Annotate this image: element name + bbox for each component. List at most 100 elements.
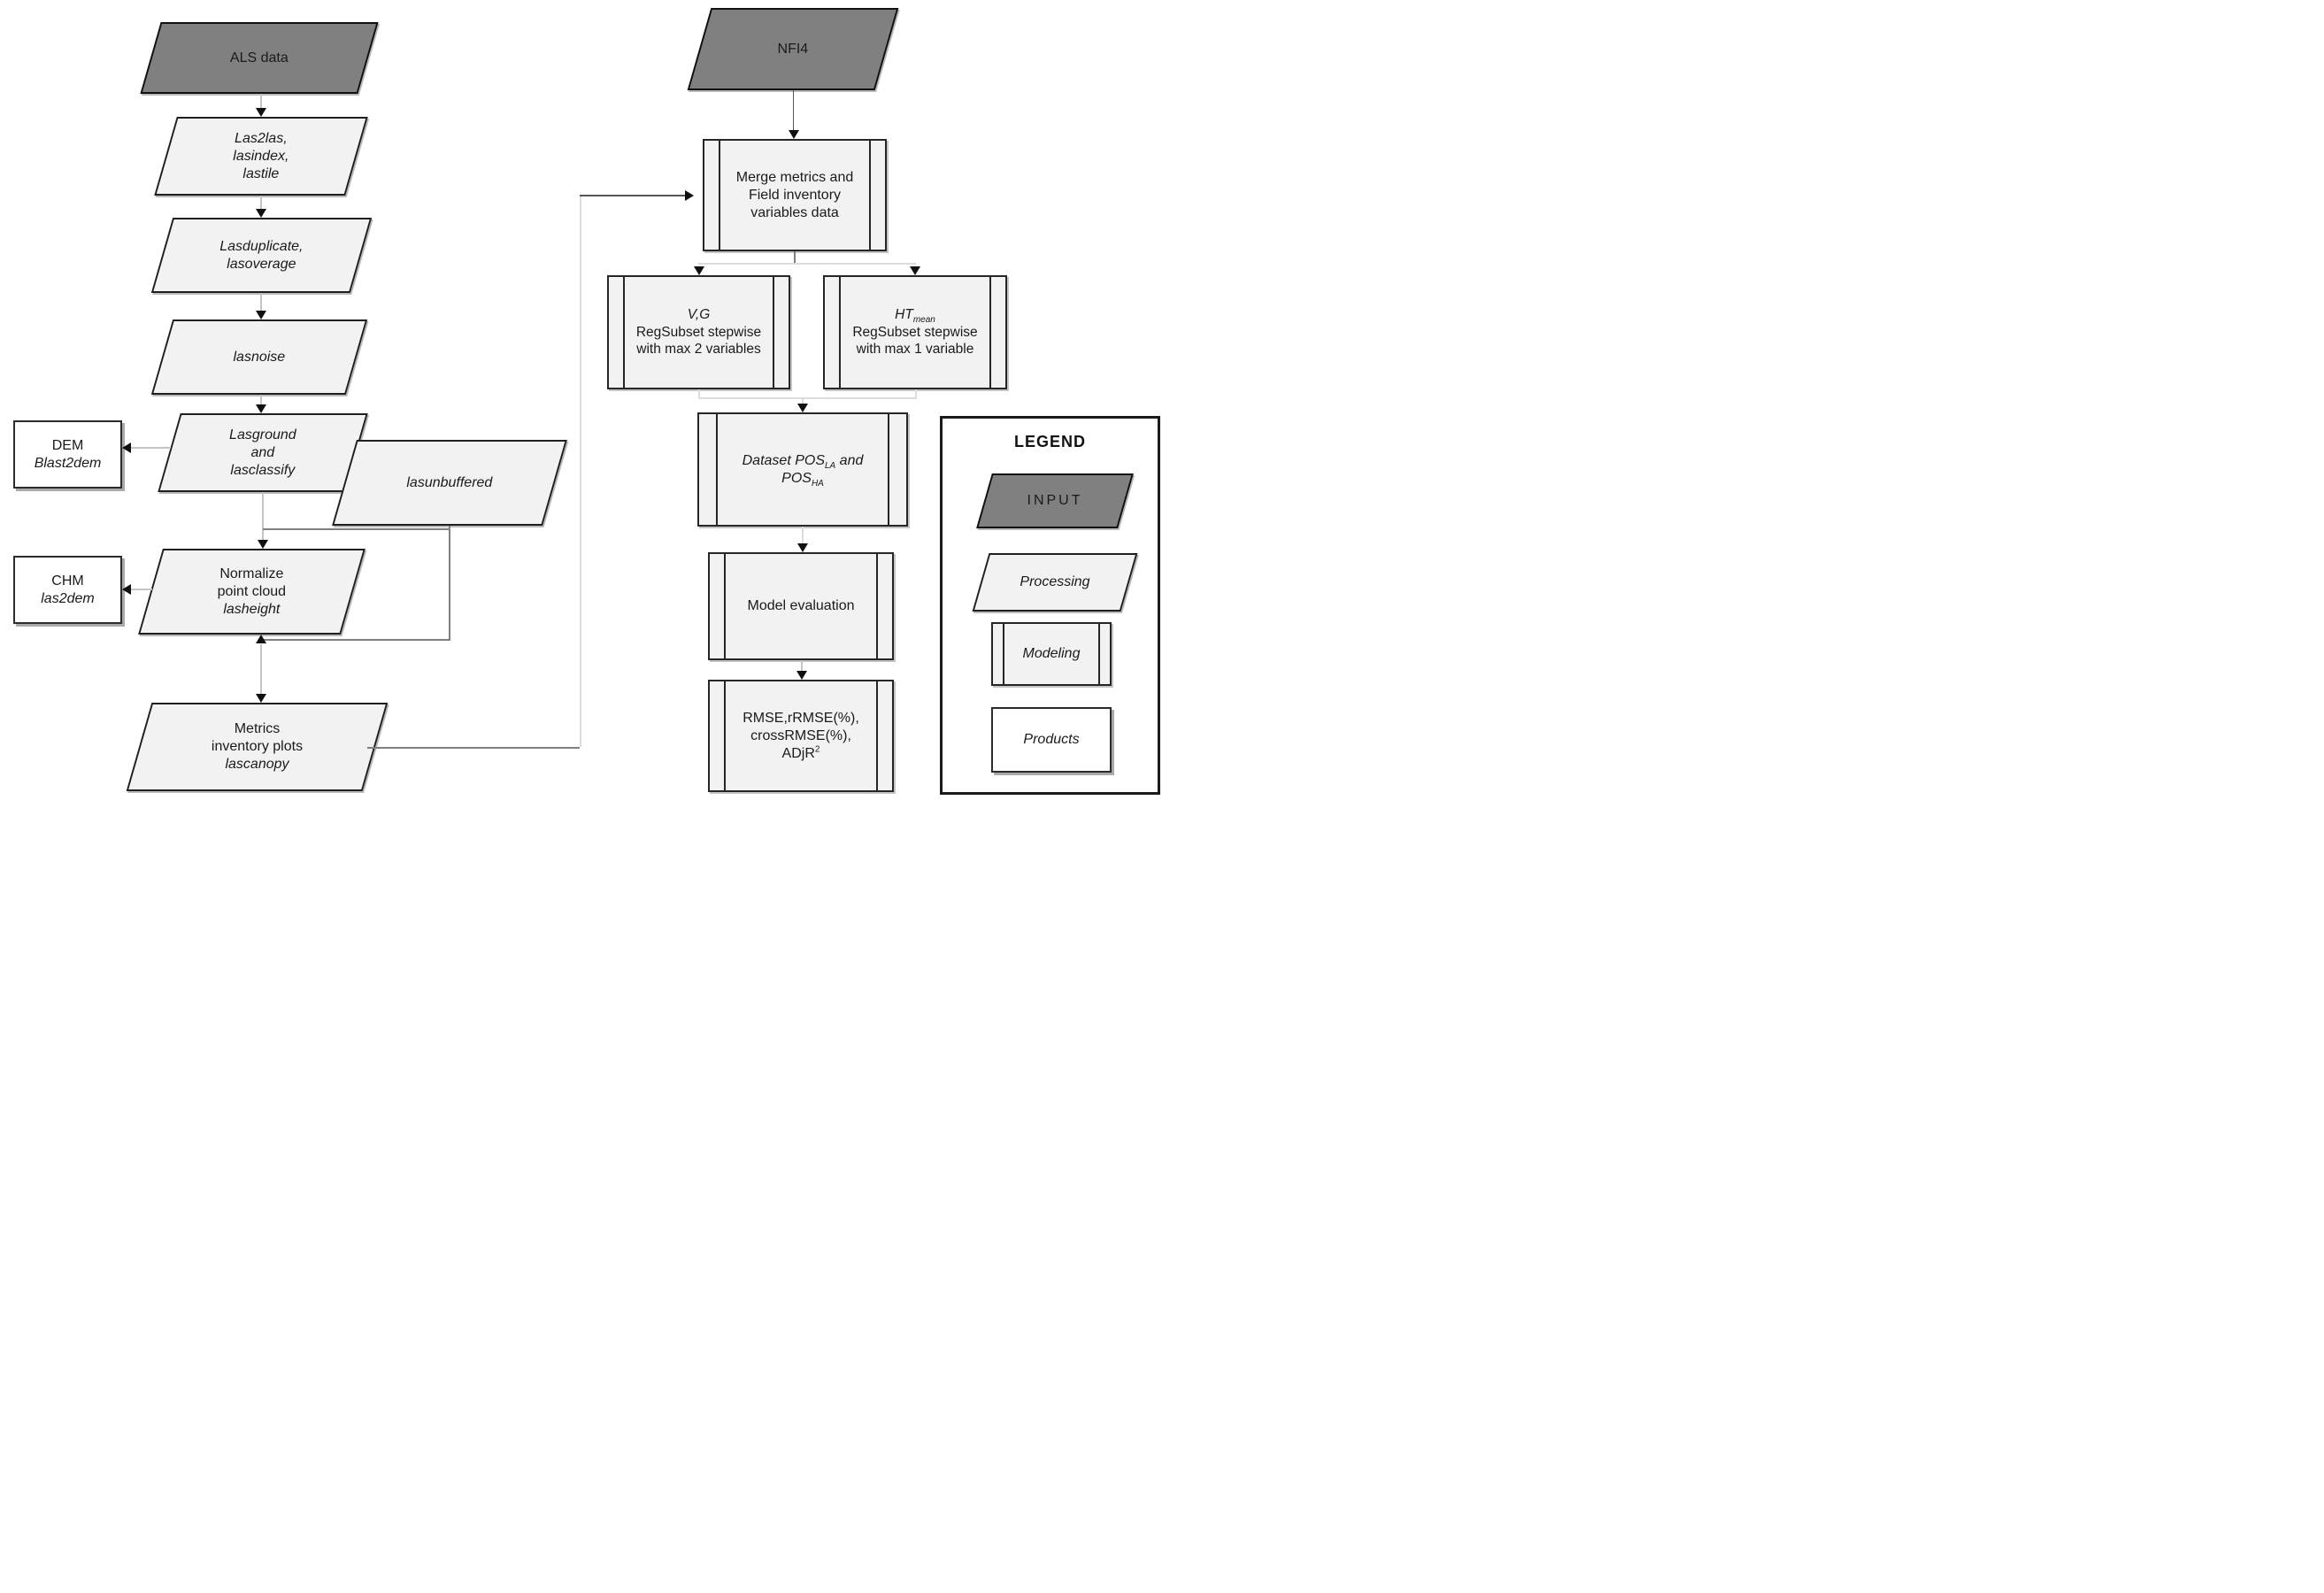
node-dataset-pos: Dataset POSLA and POSHA [697,412,908,527]
connector-lasunbuffered-drop [449,526,450,641]
arrowhead-lasground-to-dem [122,442,131,453]
node-chm-line1: CHM [51,573,84,589]
node-metrics-inventory-plots: Metrics inventory plots lascanopy [126,703,389,791]
legend-processing-label: Processing [1020,574,1090,589]
node-merge-line1: Merge metrics and [735,169,854,185]
node-dataset-l1a: Dataset POS [742,452,825,468]
legend-modeling-label: Modeling [1022,646,1081,661]
legend-modeling-shape: Modeling [991,622,1112,686]
node-ht-line1-sub: mean [912,315,935,326]
arrowhead-into-vg [694,266,704,275]
arrowhead-into-merge-left [685,190,694,201]
node-las2las-lasindex-lastile: Las2las, lasindex, lastile [154,117,368,196]
arrowhead-into-model [797,543,808,552]
node-als-data: ALS data [140,22,379,94]
connector-junction-horizontal [263,528,450,530]
node-dem-blast2dem: DEM Blast2dem [13,420,122,489]
legend-products-label: Products [1023,732,1080,747]
arrowhead-normalize-to-chm [122,584,131,595]
connector-nfi4-to-merge [793,90,794,130]
connector-als-to-lasprep [260,94,262,110]
node-rmse-line3: ADjR [781,745,815,761]
node-las-dup-line2: lasoverage [227,256,296,272]
node-metrics-line3: lascanopy [225,757,289,772]
node-metrics-line1: Metrics [234,721,281,736]
connector-split-horizontal [698,263,916,265]
node-lasground-line1: Lasground [229,427,296,442]
node-las-prep-line2: lasindex, [233,148,289,164]
node-lasnoise: lasnoise [150,319,368,395]
connector-merge-drop [794,251,796,264]
node-lasnoise-label: lasnoise [233,349,286,365]
connector-join-drop [802,397,804,404]
legend-input-shape: INPUT [976,473,1134,528]
legend-processing-shape: Processing [972,553,1138,612]
node-lasground-line3: lasclassify [230,462,296,478]
node-dem-line2: Blast2dem [34,455,102,471]
node-chm-las2dem: CHM las2dem [13,556,122,624]
node-vg-line2: RegSubset stepwise [635,324,762,340]
node-merge-line2: Field inventory [748,187,842,203]
node-las-dup-line1: Lasduplicate, [219,238,304,254]
connector-lasdup-to-lasnoise [260,293,262,312]
arrowhead-lasdup-to-lasnoise [256,311,266,319]
connector-into-merge-left [580,195,685,196]
node-dataset-l1sub: LA [825,460,836,471]
connector-normalize-to-metrics [260,644,262,694]
arrowhead-lasnoise-to-lasground [256,404,266,413]
arrowhead-into-rmse [796,671,807,680]
arrowhead-into-htmean [910,266,920,275]
arrowhead-als-to-lasprep [256,108,266,117]
node-ht-line3: with max 1 variable [856,342,974,358]
connector-lasnoise-to-lasground [260,395,262,406]
arrowhead-into-dataset [797,404,808,412]
node-rmse-line1: RMSE,rRMSE(%), [743,710,859,726]
node-rmse-line2: crossRMSE(%), [750,727,851,743]
arrowhead-into-normalize-top [258,540,268,549]
node-las-prep-line3: lastile [242,165,280,181]
node-dataset-l2a: POS [781,470,812,486]
node-rmse-outputs: RMSE,rRMSE(%), crossRMSE(%), ADjR2 [708,680,894,792]
node-model-eval-label: Model evaluation [747,598,855,613]
node-nfi4-label: NFI4 [777,41,809,57]
connector-vg-stub [698,389,700,398]
arrowhead-lasprep-to-lasdup [256,209,266,218]
connector-model-to-rmse [801,660,803,671]
connector-join-horizontal [698,397,917,399]
node-vg-regsubset: V,G RegSubset stepwise with max 2 variab… [607,275,790,389]
node-dem-line1: DEM [51,437,84,453]
legend-title: LEGEND [1013,433,1086,450]
node-dataset-l1b: and [835,452,864,468]
legend-input-label: INPUT [1027,493,1083,508]
connector-lasground-to-normalize [262,492,264,542]
node-model-evaluation: Model evaluation [708,552,894,660]
arrowhead-into-normalize-bottom [256,635,266,643]
node-ht-line1: HT [895,307,913,323]
node-vg-line3: with max 2 variables [636,342,761,358]
node-normalize-line2: point cloud [217,583,287,599]
node-htmean-regsubset: HTmean RegSubset stepwise with max 1 var… [823,275,1007,389]
arrowhead-into-metrics [256,694,266,703]
node-lasduplicate-lasoverage: Lasduplicate, lasoverage [150,218,373,293]
node-chm-line2: las2dem [41,590,95,606]
node-lasground-line2: and [250,444,275,460]
node-normalize-line3: lasheight [223,601,281,617]
node-metrics-line2: inventory plots [211,739,304,754]
node-ht-line2: RegSubset stepwise [852,324,978,340]
connector-lasunbuffered-return [261,639,450,641]
node-normalize-line1: Normalize [219,566,284,581]
node-dataset-l2sub: HA [811,478,824,489]
connector-ht-stub [915,389,917,398]
node-merge-metrics: Merge metrics and Field inventory variab… [703,139,887,251]
connector-lasground-to-dem [131,447,171,449]
legend-panel: LEGEND INPUT Processing Modeling Product… [940,416,1160,795]
connector-normalize-to-chm [131,589,152,590]
node-nfi4: NFI4 [687,8,899,90]
connector-dataset-to-model [802,527,804,543]
node-vg-line1: V,G [687,307,711,323]
node-als-data-label: ALS data [230,50,289,65]
node-lasunbuffered: lasunbuffered [332,440,567,526]
node-lasunbuffered-label: lasunbuffered [406,474,493,490]
connector-lasprep-to-lasdup [260,196,262,211]
connector-metrics-east [367,747,580,749]
